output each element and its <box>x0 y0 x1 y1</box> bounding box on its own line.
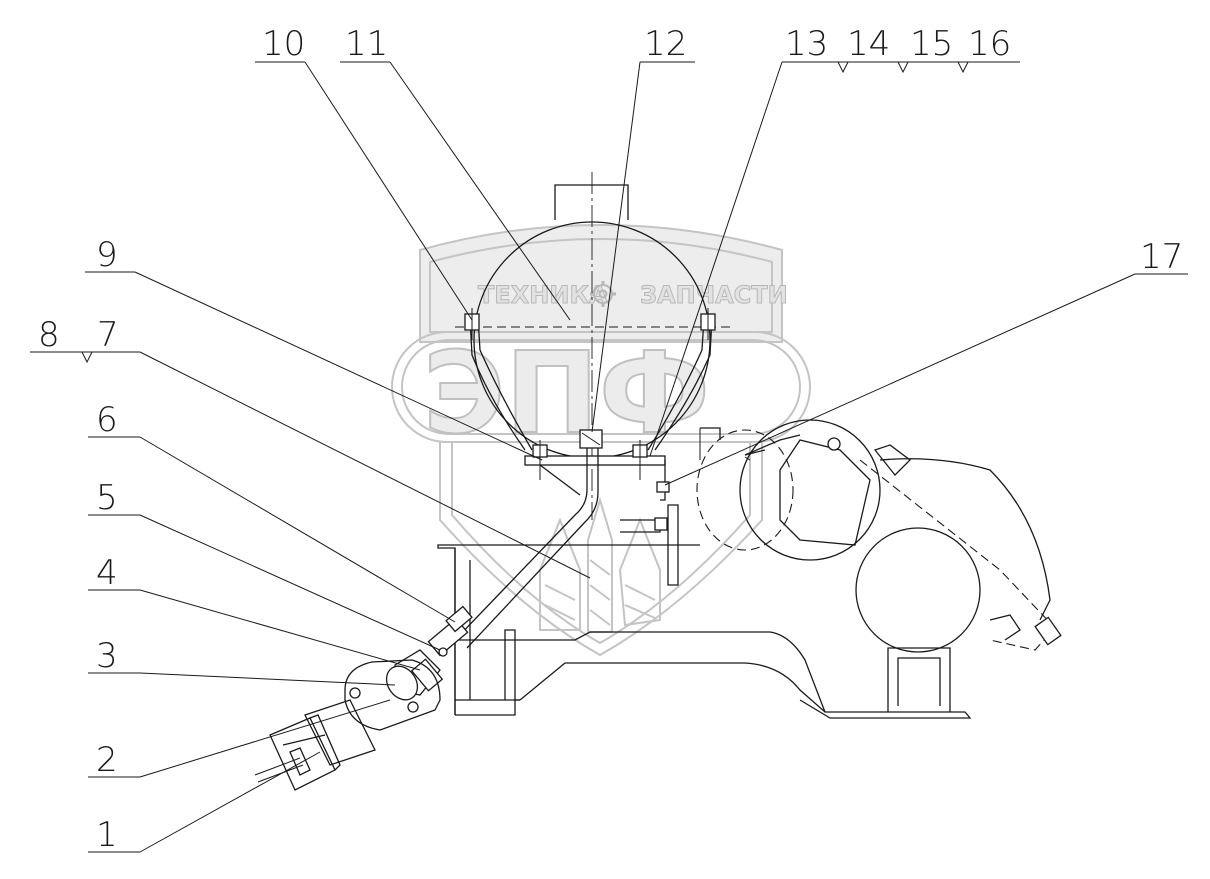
callout-14: 14 <box>847 24 890 64</box>
callout-10: 10 <box>262 24 305 64</box>
callout-1: 1 <box>96 815 118 855</box>
tank-assembly <box>455 172 730 586</box>
callout-6: 6 <box>96 400 118 440</box>
callout-8: 8 <box>38 315 60 355</box>
pipe-assembly <box>254 448 599 791</box>
callout-2: 2 <box>96 740 118 780</box>
watermark-shield: ЭПФ ТЕХНИКА ЗАПЧАСТИ <box>391 224 811 657</box>
callout-3: 3 <box>96 636 118 676</box>
watermark-brand-left: ТЕХНИКА <box>478 281 608 309</box>
watermark-brand-right: ЗАПЧАСТИ <box>640 281 788 309</box>
pump-unit <box>696 419 1062 653</box>
callout-4: 4 <box>96 553 118 593</box>
callout-17: 17 <box>1140 237 1183 277</box>
callout-7: 7 <box>97 315 119 355</box>
callout-16: 16 <box>968 24 1011 64</box>
gear-icon <box>590 281 616 307</box>
mounting-frame <box>437 544 972 719</box>
callout-11: 11 <box>345 24 388 64</box>
callout-numbers: 10 11 12 13 14 15 16 17 9 8 7 6 5 4 3 2 … <box>38 24 1183 855</box>
leader-lines <box>30 61 1188 853</box>
callout-13: 13 <box>785 24 828 64</box>
callout-15: 15 <box>910 24 953 64</box>
callout-9: 9 <box>96 235 118 275</box>
callout-12: 12 <box>644 24 687 64</box>
watermark-letters: ЭПФ <box>423 329 710 459</box>
callout-5: 5 <box>96 478 118 518</box>
